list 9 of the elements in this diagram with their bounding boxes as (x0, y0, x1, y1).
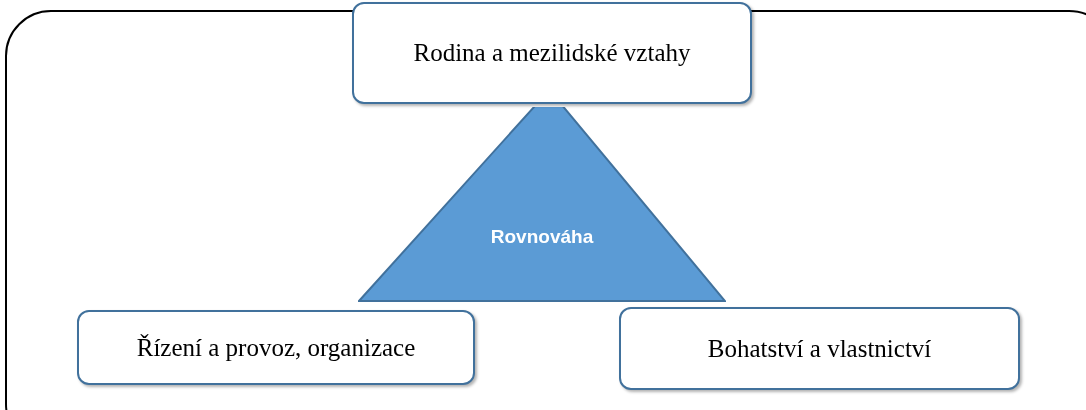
frame-box (5, 10, 1086, 410)
box-label: Rodina a mezilidské vztahy (413, 39, 691, 67)
rounded-box (77, 310, 475, 385)
triangle-label: Rovnováha (489, 226, 595, 248)
box-label: Řízení a provoz, organizace (136, 333, 416, 362)
balance-triangle (358, 107, 726, 302)
box-label: Bohatství a vlastnictví (707, 334, 932, 363)
rounded-box (352, 2, 752, 104)
rounded-box (619, 307, 1020, 390)
